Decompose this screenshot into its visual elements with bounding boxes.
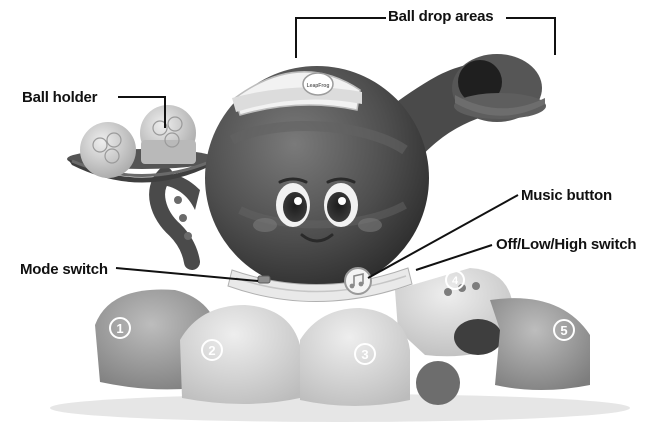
cup-number-1: 1 bbox=[116, 321, 123, 336]
callout-music-button: Music button bbox=[521, 187, 612, 204]
mode-switch[interactable] bbox=[258, 276, 270, 283]
cup-number-5: 5 bbox=[560, 323, 567, 338]
loose-ball bbox=[416, 361, 460, 405]
callout-mode-switch: Mode switch bbox=[20, 261, 108, 278]
leader-ball-drop-right bbox=[506, 18, 555, 55]
cup-number-2: 2 bbox=[208, 343, 215, 358]
callout-off-low-high-switch: Off/Low/High switch bbox=[496, 236, 636, 253]
music-button[interactable] bbox=[345, 268, 371, 294]
cup-number-4: 4 bbox=[452, 275, 459, 287]
hat-logo-text: LeapFrog bbox=[307, 83, 330, 89]
callout-ball-drop-areas: Ball drop areas bbox=[388, 8, 493, 25]
callout-ball-holder: Ball holder bbox=[22, 89, 97, 106]
leader-ball-drop-left bbox=[296, 18, 386, 58]
leader-off-low-high bbox=[416, 245, 492, 270]
cup-5 bbox=[490, 298, 590, 390]
cup-2 bbox=[180, 305, 300, 404]
cup-number-3: 3 bbox=[361, 347, 368, 362]
